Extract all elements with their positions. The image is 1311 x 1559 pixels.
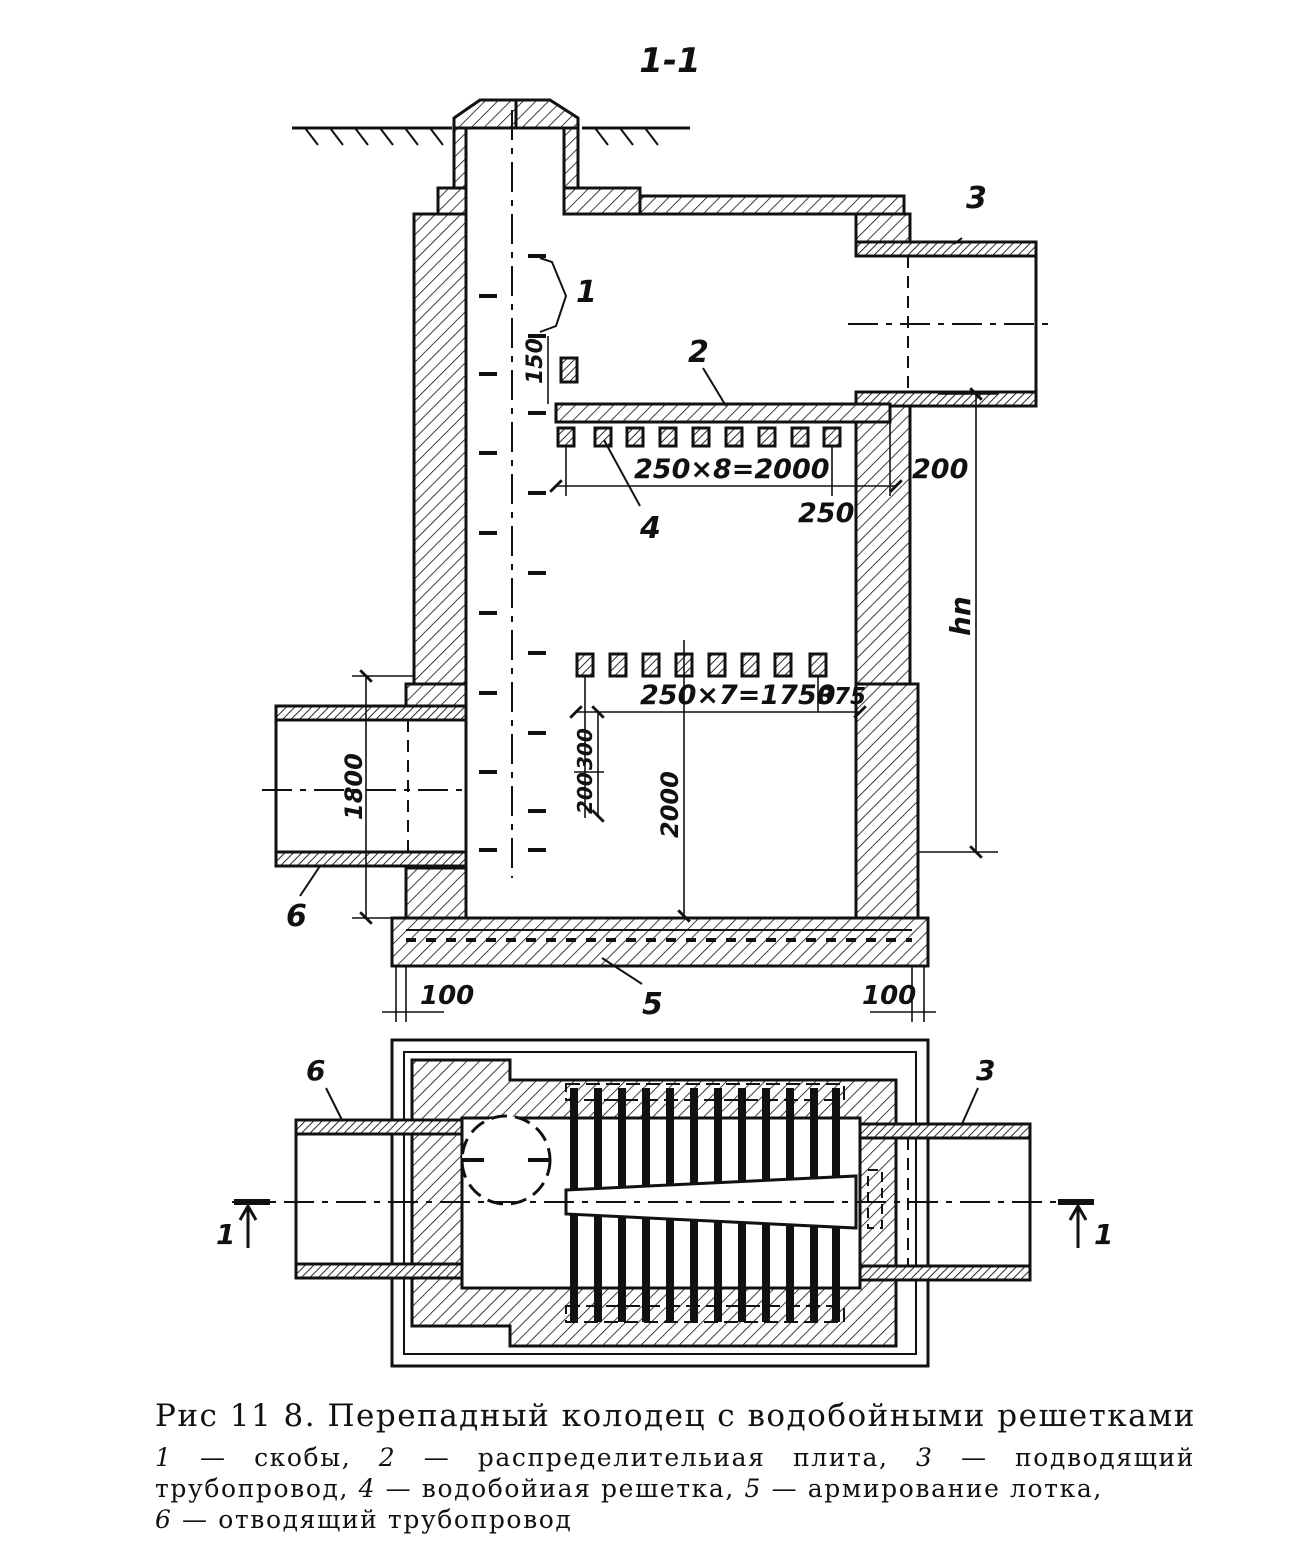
neck-wall-left	[452, 126, 468, 190]
step-block	[559, 356, 579, 384]
callout-grating: 4	[639, 511, 661, 546]
dim-lower-grating-span: 250×7=1750	[640, 680, 836, 711]
neck-wall-right	[562, 126, 580, 190]
section-label: 1-1	[639, 41, 700, 81]
base-slab	[390, 916, 930, 968]
callout-steps: 1	[576, 275, 597, 310]
cut-label-right: 1	[1094, 1218, 1113, 1251]
distribution-plate	[554, 402, 892, 424]
inlet-pipe	[848, 240, 1050, 408]
dim-upper-grating-end: 250	[798, 498, 854, 529]
legend-num-2: 2	[378, 1443, 397, 1472]
lower-grating	[575, 652, 828, 678]
roof-slab-mid	[562, 186, 642, 216]
legend-num-5: 5	[744, 1474, 763, 1503]
plan-view	[232, 1038, 1100, 1368]
dim-step-offset: 150	[523, 338, 548, 384]
callout-distribution-plate: 2	[688, 335, 709, 370]
roof-slab-right	[638, 194, 906, 216]
callout-plan-inlet: 3	[976, 1054, 995, 1087]
dim-outlet-diameter: 1800	[340, 753, 368, 820]
dim-base-left: 100	[420, 981, 474, 1011]
dim-lower-grating-end: 375	[818, 684, 866, 710]
plan-inlet-pipe	[858, 1122, 1032, 1282]
legend-text-2: распределительиая плита,	[477, 1443, 889, 1472]
ground-hatch	[304, 127, 659, 146]
roof-slab-left	[436, 186, 468, 216]
legend-num-3: 3	[915, 1443, 934, 1472]
legend-num-4: 4	[358, 1474, 377, 1503]
plan-outlet-pipe	[294, 1118, 464, 1280]
legend-text-4: водобойиая решетка,	[421, 1474, 735, 1503]
callout-tray-reinforcement: 5	[642, 987, 663, 1022]
section-view	[262, 98, 1050, 1022]
dim-grating-gap-b: 200	[573, 772, 597, 814]
caption-legend: 1 — скобы, 2 — распределительиая плита, …	[155, 1443, 1195, 1534]
legend-text-6: отводящий трубопровод	[218, 1505, 573, 1534]
callout-inlet-pipe: 3	[966, 181, 987, 216]
cut-label-left: 1	[216, 1218, 235, 1251]
drop-well-drawing: 1-1	[216, 41, 1113, 1368]
legend-text-1: скобы,	[254, 1443, 352, 1472]
dim-lower-grating-height: 2000	[656, 771, 684, 838]
dim-plate-offset: 200	[912, 454, 968, 485]
legend-text-3: подводящий трубопровод,	[155, 1443, 1195, 1503]
dim-base-right: 100	[862, 981, 916, 1011]
dim-drop-height: hn	[944, 596, 977, 636]
legend-num-1: 1	[155, 1443, 173, 1472]
steps	[479, 254, 546, 852]
dim-upper-grating-span: 250×8=2000	[634, 454, 830, 485]
legend-num-6: 6	[155, 1505, 173, 1534]
figure-caption: Рис 11 8. Перепадный колодец с водобойны…	[155, 1398, 1195, 1535]
upper-grating	[556, 426, 842, 448]
callout-outlet-pipe: 6	[286, 899, 307, 934]
legend-text-5: армирование лотка,	[807, 1474, 1103, 1503]
callout-plan-outlet: 6	[306, 1054, 325, 1087]
dim-grating-gap-a: 300	[573, 728, 597, 770]
caption-title: Рис 11 8. Перепадный колодец с водобойны…	[155, 1398, 1196, 1434]
